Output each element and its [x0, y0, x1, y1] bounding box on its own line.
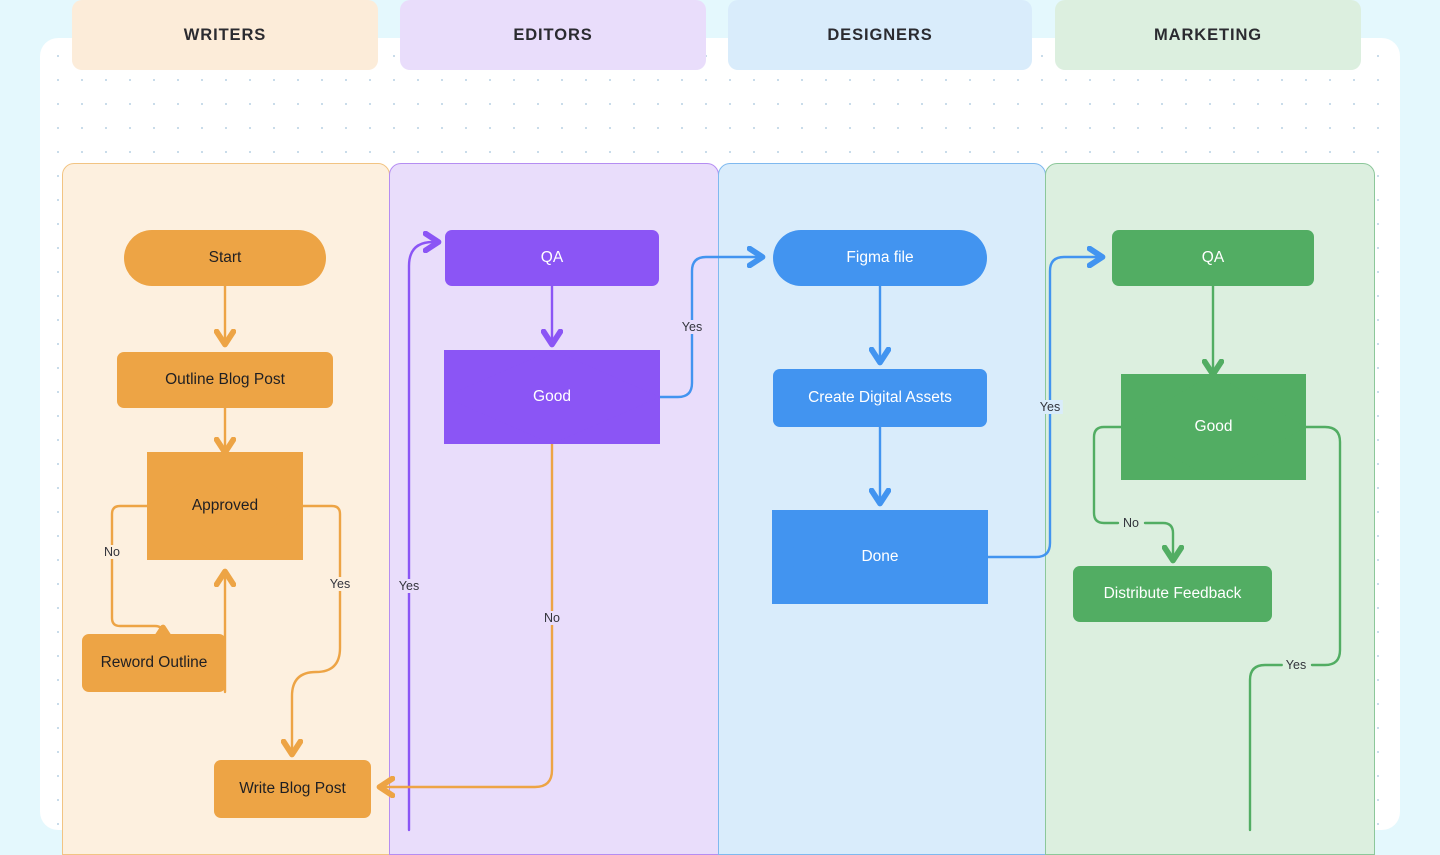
node-figma-file[interactable]: Figma file: [773, 230, 987, 286]
lane-header-writers[interactable]: WRITERS: [72, 0, 378, 70]
edge-good-marketing-yes-loop: [1248, 425, 1342, 832]
node-qa-marketing[interactable]: QA: [1112, 230, 1314, 286]
edge-good-editors-no-to-write: [380, 442, 554, 787]
node-good-marketing-decision[interactable]: Good: [1121, 374, 1306, 480]
node-approved-decision[interactable]: Approved: [147, 452, 303, 560]
node-qa-marketing-label: QA: [1201, 249, 1225, 267]
diamond-shape: [444, 350, 660, 444]
node-qa-editors[interactable]: QA: [445, 230, 659, 286]
lane-header-marketing[interactable]: MARKETING: [1055, 0, 1361, 70]
edge-approved-yes-to-write: [292, 504, 342, 754]
lane-header-designers-label: DESIGNERS: [827, 25, 933, 44]
lane-header-designers[interactable]: DESIGNERS: [728, 0, 1032, 70]
node-distribute-feedback[interactable]: Distribute Feedback: [1073, 566, 1272, 622]
edge-label-done-yes: Yes: [1036, 400, 1064, 414]
node-figma-file-label: Figma file: [846, 249, 914, 267]
edge-label-good-editors-no: No: [541, 611, 563, 625]
node-outline-blog-post-label: Outline Blog Post: [165, 371, 285, 389]
diamond-shape: [147, 452, 303, 560]
edge-label-approved-no: No: [101, 545, 123, 559]
lane-header-marketing-label: MARKETING: [1153, 25, 1262, 44]
node-create-digital-assets-label: Create Digital Assets: [808, 389, 952, 407]
node-start[interactable]: Start: [124, 230, 326, 286]
diamond-shape: [1121, 374, 1306, 480]
lane-header-editors-label: EDITORS: [513, 25, 593, 44]
node-write-blog-post[interactable]: Write Blog Post: [214, 760, 371, 818]
node-reword-outline[interactable]: Reword Outline: [82, 634, 226, 692]
node-start-label: Start: [208, 249, 242, 267]
edge-label-good-editors-yes: Yes: [678, 320, 706, 334]
diamond-shape: [772, 510, 988, 604]
node-good-editors-decision[interactable]: Good: [444, 350, 660, 444]
edge-approved-no-to-reword: [110, 504, 163, 634]
edge-write-to-qa-editors: [407, 242, 438, 832]
node-done-decision[interactable]: Done: [772, 510, 988, 604]
node-create-digital-assets[interactable]: Create Digital Assets: [773, 369, 987, 427]
lane-header-editors[interactable]: EDITORS: [400, 0, 706, 70]
edge-label-write-to-qa-yes: Yes: [395, 579, 423, 593]
edge-label-approved-yes: Yes: [326, 577, 354, 591]
node-outline-blog-post[interactable]: Outline Blog Post: [117, 352, 333, 408]
node-distribute-feedback-label: Distribute Feedback: [1103, 585, 1242, 603]
node-qa-editors-label: QA: [540, 249, 564, 267]
lane-header-writers-label: WRITERS: [183, 25, 267, 44]
node-reword-outline-label: Reword Outline: [100, 654, 208, 672]
edge-good-editors-yes-to-figma: [658, 257, 762, 399]
edge-good-marketing-no-to-feedback: [1092, 425, 1173, 560]
edge-label-good-marketing-no: No: [1120, 516, 1142, 530]
edge-label-good-marketing-yes: Yes: [1282, 658, 1310, 672]
node-write-blog-post-label: Write Blog Post: [239, 780, 346, 798]
